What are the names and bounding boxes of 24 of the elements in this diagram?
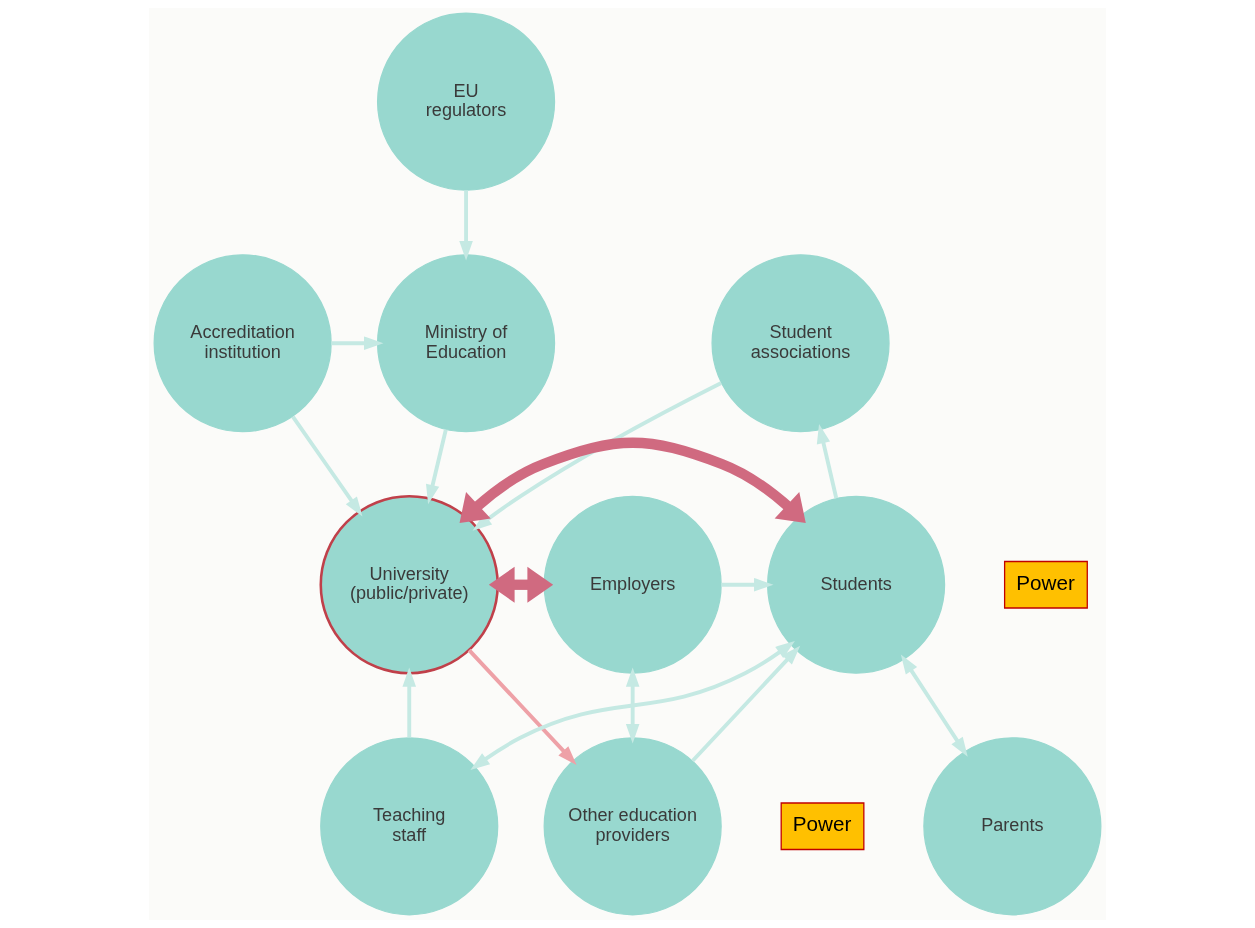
arrow <box>402 667 417 738</box>
arrow <box>472 381 723 531</box>
arrow <box>426 429 448 505</box>
node-circle: Ministry of Education <box>376 254 556 433</box>
arrow <box>816 424 839 499</box>
arrow <box>691 645 801 763</box>
arrow <box>331 336 384 351</box>
node-circle: Employers <box>543 495 722 674</box>
arrow <box>488 566 554 603</box>
arrow <box>900 654 968 757</box>
node-circle: Student associations <box>711 254 890 433</box>
arrow <box>625 667 640 744</box>
node-label: Power <box>1016 570 1075 594</box>
arrow <box>459 190 473 261</box>
arrow <box>459 437 806 523</box>
arrow <box>467 648 577 766</box>
node-circle: Accreditation institution <box>153 254 332 433</box>
arrow <box>470 640 795 771</box>
node-circle: Teaching staff <box>320 737 499 916</box>
node-circle: Other education providers <box>543 737 722 916</box>
node-circle: EU regulators <box>376 12 556 191</box>
node-label: Power <box>792 812 852 836</box>
arrow <box>721 577 774 592</box>
arrow <box>291 415 363 517</box>
